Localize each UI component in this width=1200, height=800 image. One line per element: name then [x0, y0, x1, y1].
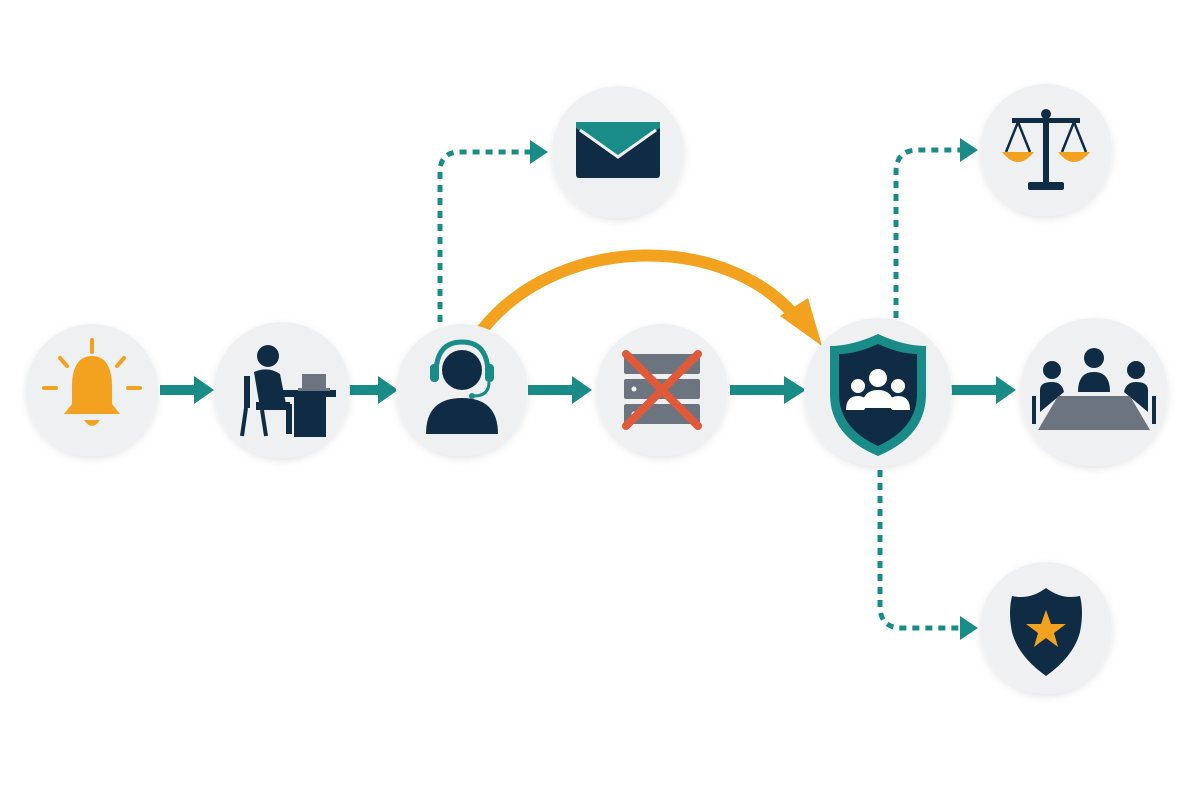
node-responder [214, 322, 350, 458]
scales-of-justice-icon [1002, 109, 1090, 190]
flow-arrow-alert-to-responder [160, 376, 214, 404]
flow-arrow-responder-to-agent [348, 376, 398, 404]
node-server-down [596, 324, 728, 456]
person-at-desk-icon [240, 345, 336, 437]
conference-table-icon [1032, 348, 1156, 430]
node-security-team [804, 318, 952, 466]
node-email [552, 86, 684, 218]
headset-agent-icon [426, 339, 498, 434]
flow-arrow-security-to-meeting [950, 376, 1016, 404]
connectors [160, 138, 1016, 640]
dotted-branch-agent-to-email [437, 140, 548, 322]
node-alert [26, 324, 158, 456]
bell-icon [42, 338, 142, 426]
node-meeting [1020, 318, 1168, 466]
shield-team-icon [830, 334, 926, 456]
server-failure-icon [622, 350, 702, 430]
node-legal [980, 84, 1112, 216]
dotted-branch-security-to-legal [893, 138, 978, 318]
flow-arrow-agent-to-server [528, 376, 592, 404]
police-badge-icon [1010, 588, 1082, 676]
envelope-icon [576, 122, 660, 178]
flow-arrow-server-to-security [730, 376, 806, 404]
dotted-branch-security-to-law-enforcement [877, 470, 978, 640]
escalation-arrow-agent-to-security [476, 249, 822, 346]
node-agent [396, 324, 528, 456]
node-law-enforcement [980, 562, 1112, 694]
